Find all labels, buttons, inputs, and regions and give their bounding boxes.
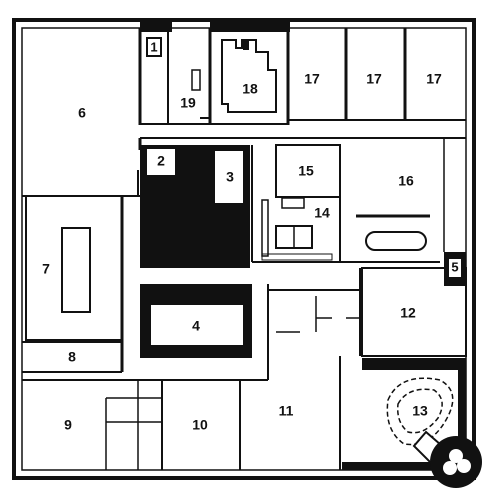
room-label-14: 14: [314, 205, 330, 221]
room-label-3: 3: [226, 169, 234, 185]
room-label-4: 4: [192, 318, 200, 334]
room-label-9: 9: [64, 417, 72, 433]
room-label-19: 19: [180, 95, 196, 111]
room-label-1: 1: [150, 39, 157, 54]
room-label-16: 16: [398, 173, 414, 189]
room-label-6: 6: [78, 105, 86, 121]
room-label-8: 8: [68, 349, 76, 365]
room-label-17b: 17: [366, 71, 382, 87]
room-label-15: 15: [298, 163, 314, 179]
room-label-10: 10: [192, 417, 208, 433]
room-label-5: 5: [451, 259, 458, 274]
room-label-17c: 17: [426, 71, 442, 87]
room-label-17a: 17: [304, 71, 320, 87]
room-label-12: 12: [400, 305, 416, 321]
room-label-11: 11: [279, 403, 294, 419]
room-label-18: 18: [242, 81, 258, 97]
room-label-7: 7: [42, 261, 50, 277]
room-label-13: 13: [412, 403, 428, 419]
outer-wall: [12, 18, 476, 480]
room-label-2: 2: [157, 153, 165, 169]
